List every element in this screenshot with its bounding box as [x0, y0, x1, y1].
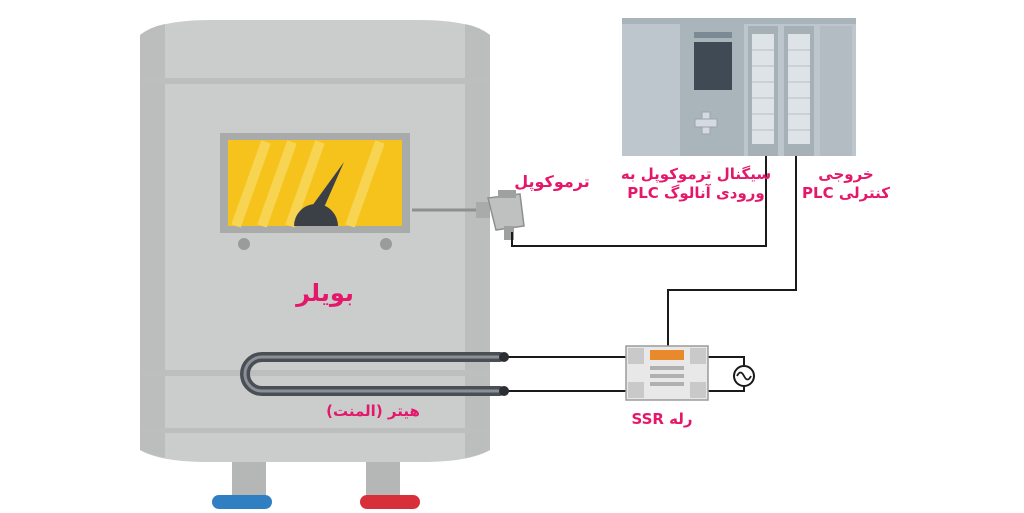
plc-input-label-line1: سیگنال ترموکوپل به [620, 165, 772, 183]
boiler-label: بویلر [296, 279, 354, 307]
plc-output-label: خروجی کنترلی PLC [800, 165, 892, 203]
boiler-legs [212, 455, 420, 509]
ac-wire-top [708, 356, 745, 366]
plc-keypad [694, 111, 718, 135]
cold-water-pipe [212, 495, 272, 509]
plc-input-label-line2: ورودی آنالوگ PLC [627, 183, 765, 202]
hot-water-pipe [360, 495, 420, 509]
ssr-label: رله SSR [631, 410, 693, 428]
ac-wire-bottom [708, 386, 745, 392]
wiring [508, 156, 797, 392]
thermocouple-signal-wire [511, 156, 767, 247]
solid-state-relay-icon [625, 345, 709, 401]
heater-label: هیتر (المنت) [326, 402, 420, 420]
plc-input-label: سیگنال ترموکوپل به ورودی آنالوگ PLC [620, 165, 772, 203]
heating-element-icon [240, 352, 509, 396]
plc-output-wire [667, 156, 797, 352]
plc-display [694, 42, 732, 90]
ac-source-icon [733, 365, 755, 387]
plc-output-label-line1: خروجی [818, 165, 874, 183]
thermocouple-label: ترموکوپل [514, 172, 590, 191]
gauge-icon [220, 133, 410, 250]
plc-unit-icon [622, 18, 856, 156]
boiler [140, 20, 490, 462]
thermocouple-probe-icon [412, 190, 525, 240]
plc-output-label-line2: کنترلی PLC [802, 183, 890, 202]
